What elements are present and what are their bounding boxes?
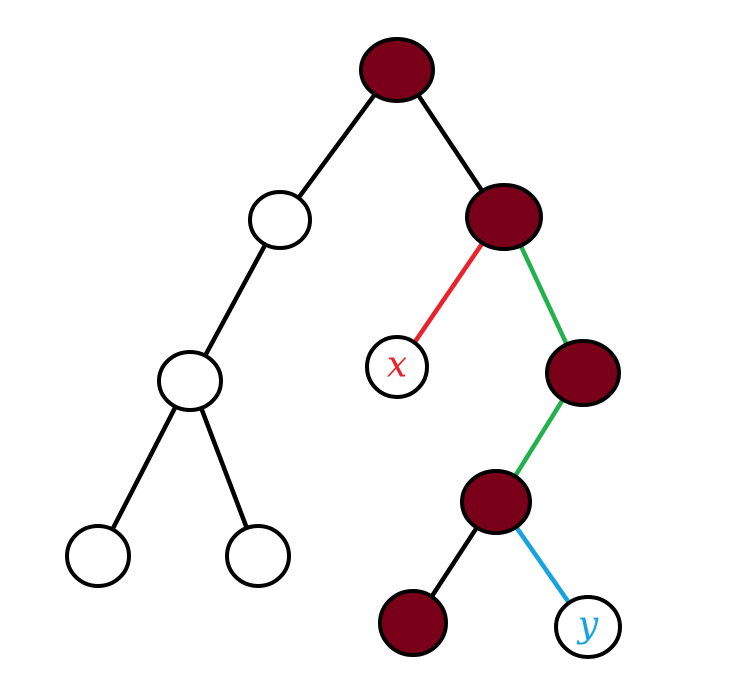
node-label-y: y xyxy=(576,605,599,646)
node-l1 xyxy=(248,190,312,250)
node-circle-x xyxy=(365,335,429,399)
node-circle-r4a xyxy=(378,589,448,657)
edge-r2-r3 xyxy=(512,397,566,479)
node-circle-r1 xyxy=(465,183,543,251)
node-root xyxy=(359,37,435,103)
edge-r1-r2 xyxy=(518,243,569,347)
node-r3 xyxy=(460,469,532,535)
edge-r1-x xyxy=(412,240,485,345)
node-x: x xyxy=(365,335,429,399)
edge-l2-l3a xyxy=(110,404,178,532)
edge-root-r1 xyxy=(415,92,485,194)
node-circle-r2 xyxy=(545,339,621,407)
node-circle-l1 xyxy=(248,190,312,250)
node-l3b xyxy=(225,524,291,588)
node-circle-l2 xyxy=(157,350,223,412)
node-circle-l3a xyxy=(65,524,131,588)
node-r2 xyxy=(545,339,621,407)
node-r1 xyxy=(465,183,543,251)
node-circle-r3 xyxy=(460,469,532,535)
nodes-layer: xy xyxy=(65,37,622,659)
node-l2 xyxy=(157,350,223,412)
node-r4a xyxy=(378,589,448,657)
node-circle-y xyxy=(554,595,622,659)
node-l3a xyxy=(65,524,131,588)
node-circle-root xyxy=(359,37,435,103)
edge-root-l1 xyxy=(296,92,378,201)
edge-l2-l3b xyxy=(198,405,250,531)
node-label-x: x xyxy=(387,345,407,386)
node-circle-l3b xyxy=(225,524,291,588)
edge-l1-l2 xyxy=(202,242,268,358)
node-y: y xyxy=(554,595,622,659)
edge-r3-r4a xyxy=(429,525,480,599)
edges-layer xyxy=(110,92,572,606)
edge-r3-y xyxy=(513,524,572,606)
